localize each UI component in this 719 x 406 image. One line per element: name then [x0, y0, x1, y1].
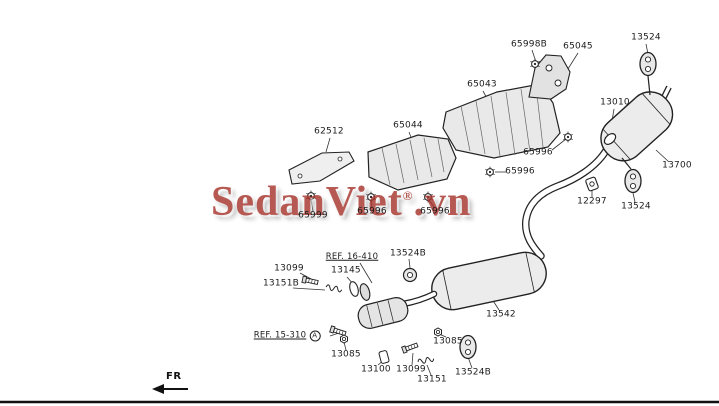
- heat-shield-65043: [442, 83, 561, 159]
- registered-mark-icon: ®: [402, 188, 414, 203]
- hanger-ring-13524b-top: [402, 267, 418, 283]
- rear-muffler: [600, 75, 674, 170]
- fr-direction-label: FR: [166, 371, 182, 382]
- watermark: SedanViet®.vn: [211, 181, 471, 223]
- rubber-hanger-13524-top: [639, 51, 657, 77]
- spring-13151: [416, 355, 435, 365]
- center-muffler: [431, 251, 547, 311]
- gasket-13145: [349, 281, 359, 297]
- bolt-13099-front: [301, 275, 319, 287]
- watermark-text: SedanViet: [211, 179, 403, 225]
- nut-13085-left: [340, 334, 348, 344]
- fr-arrow-icon: [152, 384, 188, 394]
- bolt-65996-2: [484, 166, 496, 178]
- flex-pipe-unit: [357, 297, 409, 329]
- front-flange: [359, 283, 371, 301]
- bolt-13099-bottom: [401, 341, 419, 354]
- front-pipe: [399, 290, 438, 308]
- pipe-coupling-13010: [603, 133, 617, 145]
- pipe-clamp-12297: [585, 176, 599, 192]
- main-exhaust-pipe: [521, 145, 611, 260]
- spring-13151b: [325, 284, 343, 293]
- bracket-62512: [288, 151, 355, 185]
- nut-13085-right: [434, 327, 442, 337]
- bolt-65996-1: [562, 131, 574, 143]
- watermark-suffix: .vn: [413, 179, 472, 225]
- heat-shield-65044: [367, 134, 457, 191]
- stud-13100: [378, 350, 390, 364]
- rubber-hanger-13524b-lower: [459, 334, 477, 360]
- rubber-hanger-13524-lower: [624, 168, 642, 194]
